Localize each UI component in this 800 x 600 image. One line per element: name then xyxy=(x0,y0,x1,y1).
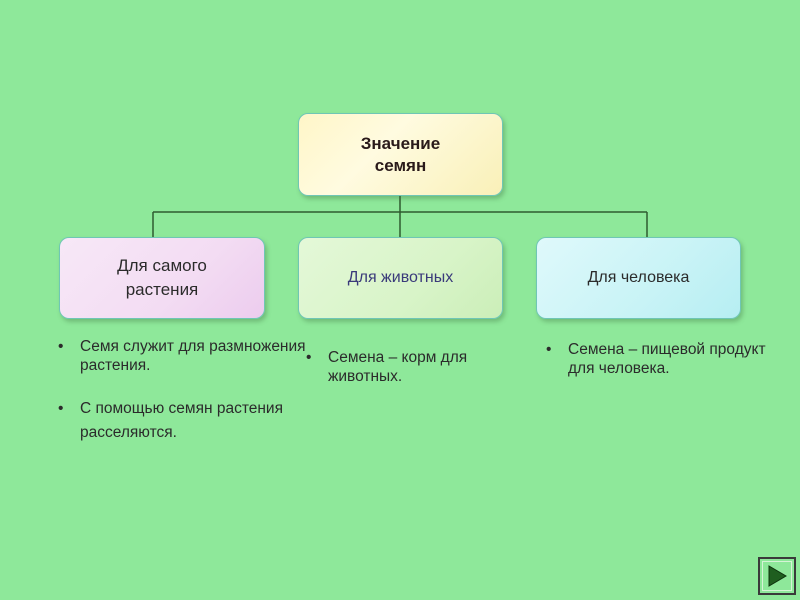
bullet-icon: • xyxy=(58,400,64,417)
note-text: Семя служит для размножения растения. xyxy=(80,338,306,374)
branch-node-plant-label: Для самого растения xyxy=(117,256,207,299)
plant-notes-list: • Семя служит для размножения растения. … xyxy=(58,337,318,445)
list-item: • Семена – пищевой продукт для человека. xyxy=(546,340,766,378)
branch-node-plant: Для самого растения xyxy=(59,237,265,319)
bullet-icon: • xyxy=(306,349,312,366)
next-slide-button[interactable] xyxy=(758,557,796,595)
bullet-icon: • xyxy=(546,341,552,358)
list-item: • Семена – корм для животных. xyxy=(306,348,506,386)
list-item: • С помощью семян растения расселяются. xyxy=(58,397,318,445)
branch-node-human-label: Для человека xyxy=(587,269,690,286)
branch-node-human: Для человека xyxy=(536,237,741,319)
note-text: Семена – корм для животных. xyxy=(328,349,468,385)
human-notes-list: • Семена – пищевой продукт для человека. xyxy=(546,340,766,378)
note-text: С помощью семян растения расселяются. xyxy=(80,400,283,441)
branch-node-animals-label: Для животных xyxy=(347,269,454,286)
note-text: Семена – пищевой продукт для человека. xyxy=(568,341,766,377)
root-node: Значение семян xyxy=(298,113,503,196)
bullet-icon: • xyxy=(58,338,64,355)
animals-notes-list: • Семена – корм для животных. xyxy=(306,348,506,386)
list-item: • Семя служит для размножения растения. xyxy=(58,337,318,375)
root-node-label: Значение семян xyxy=(360,133,441,175)
branch-node-animals: Для животных xyxy=(298,237,503,319)
next-triangle-icon xyxy=(768,565,787,587)
